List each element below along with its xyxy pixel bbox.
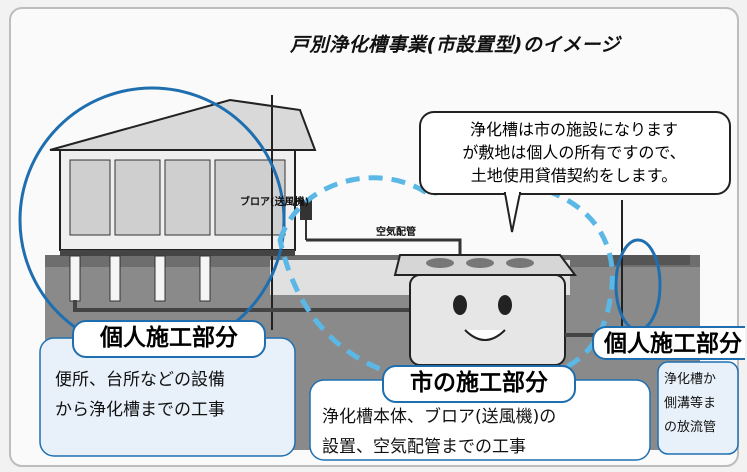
right-section-title: 個人施工部分 (592, 326, 745, 360)
house-illustration (49, 95, 560, 330)
center-section-desc: 浄化槽本体、ブロア(送風機)の 設置、空気配管までの工事 (322, 402, 556, 462)
left-section-title: 個人施工部分 (72, 320, 266, 358)
septic-tank-illustration (393, 254, 577, 366)
desc-line: 浄化槽本体、ブロア(送風機)の (322, 407, 557, 427)
desc-line: から浄化槽までの工事 (55, 400, 225, 420)
municipal-boundary-dashed (277, 175, 615, 388)
right-desc-panel (657, 361, 739, 455)
center-section-title: 市の施工部分 (382, 365, 576, 403)
air-pipe-label: 空気配管 (376, 227, 416, 238)
callout-text: 浄化槽は市の施設になります が敷地は個人の所有ですので、 土地使用貸借契約をしま… (424, 118, 724, 187)
left-section-desc: 便所、台所などの設備 から浄化槽までの工事 (55, 365, 225, 425)
air-pipe-line (306, 238, 462, 255)
right-section-desc: 浄化槽か 側溝等ま の放流管 (664, 368, 738, 440)
callout-line: 土地使用貸借契約をします。 (470, 166, 678, 185)
callout-line: が敷地は個人の所有ですので、 (462, 143, 686, 162)
desc-line: の放流管 (664, 420, 717, 435)
callout-line: 浄化槽は市の施設になります (469, 120, 678, 139)
blower-unit (300, 200, 312, 220)
callout-bubble (419, 111, 731, 195)
desc-line: 便所、台所などの設備 (55, 370, 225, 390)
desc-line: 側溝等ま (664, 396, 717, 411)
page-title: 戸別浄化槽事業(市設置型)のイメージ (290, 34, 620, 56)
desc-line: 設置、空気配管までの工事 (322, 437, 526, 457)
blower-label: ブロア(送風機) (240, 197, 310, 208)
desc-line: 浄化槽か (664, 372, 717, 387)
